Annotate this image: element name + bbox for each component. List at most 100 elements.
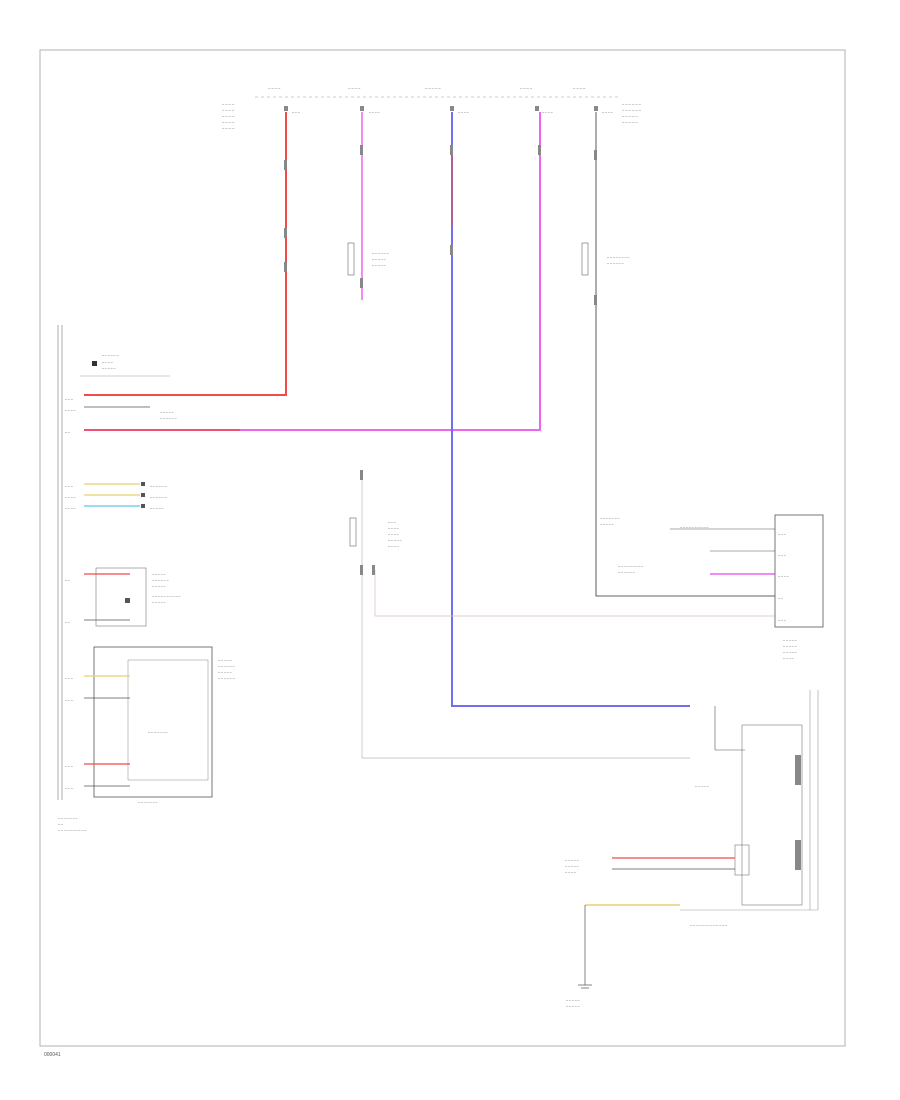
svg-text:_ _ _ _ _ _ _: _ _ _ _ _ _ _ (599, 515, 620, 519)
ecu-wire-stubs: _ _ _ _ _ _ _ _ _ _ _ _ _ _ _ _ _ _ _ _ … (84, 406, 177, 509)
svg-text:_ _ _: _ _ _ (777, 531, 786, 535)
relay-1: _ _ _ _ _ _ _ _ _ _ _ _ _ _ _ _ (347, 242, 389, 276)
svg-text:_ _ _ _ _ _: _ _ _ _ _ _ (217, 663, 235, 667)
svg-text:_ _ _ _ _: _ _ _ _ _ (387, 537, 402, 541)
svg-text:_ _ _ _ _ _: _ _ _ _ _ _ (151, 577, 169, 581)
svg-text:_ _ _ _: _ _ _ _ (387, 531, 399, 535)
svg-text:_ _ _ _: _ _ _ _ (64, 494, 76, 498)
svg-text:_ _ _ _: _ _ _ _ (387, 543, 399, 547)
svg-text:_ _ _: _ _ _ (64, 396, 73, 400)
svg-text:_ _ _ _ _: _ _ _ _ _ (101, 365, 116, 369)
svg-text:_ _ _ _: _ _ _ _ (101, 359, 113, 363)
svg-text:_ _ _ _ _ _: _ _ _ _ _ _ (149, 483, 167, 487)
svg-text:_ _ _ _ _ _: _ _ _ _ _ _ (149, 494, 167, 498)
svg-text:_ _ _: _ _ _ (64, 763, 73, 767)
svg-text:_ _ _ _: _ _ _ _ (519, 84, 533, 89)
relay-mid: _ _ _ _ _ _ _ _ _ _ _ _ _ _ _ _ _ _ _ _ (349, 517, 402, 547)
svg-text:_ _ _ _ _: _ _ _ _ _ (151, 599, 166, 603)
svg-text:_ _ _ _: _ _ _ _ (564, 869, 576, 873)
svg-text:_ _ _ _: _ _ _ _ (601, 109, 613, 113)
wire-pink-main (84, 112, 541, 431)
svg-text:_ _ _ _: _ _ _ _ (267, 84, 281, 89)
svg-text:_ _ _ _ _: _ _ _ _ _ (782, 637, 797, 641)
svg-text:_ _: _ _ (64, 429, 70, 433)
svg-text:_ _ _ _: _ _ _ _ (368, 109, 380, 113)
svg-text:_ _ _ _: _ _ _ _ (387, 525, 399, 529)
svg-text:_ _ _ _: _ _ _ _ (221, 106, 235, 111)
svg-text:_ _ _ _: _ _ _ _ (347, 84, 361, 89)
svg-text:_ _ _ _ _: _ _ _ _ _ (151, 571, 166, 575)
sensor-box: _ _ _ _ _ _ _ _ _ _ _ _ _ _ _ _ _ _ _ _ … (84, 646, 235, 803)
svg-text:_ _ _ _ _: _ _ _ _ _ (217, 657, 232, 661)
diagram-frame (39, 49, 846, 1047)
svg-text:_ _ _ _ _: _ _ _ _ _ (217, 669, 232, 673)
svg-text:_ _ _ _: _ _ _ _ (221, 124, 235, 129)
svg-text:_ _ _ _ _ _: _ _ _ _ _ _ (617, 569, 635, 573)
svg-text:_ _ _ _ _ _ _: _ _ _ _ _ _ _ (137, 799, 158, 803)
svg-text:_ _ _ _ _ _: _ _ _ _ _ _ (621, 100, 642, 105)
svg-text:_ _ _ _ _: _ _ _ _ _ (371, 256, 386, 260)
svg-text:_ _ _ _ _ _ _ _ _ _: _ _ _ _ _ _ _ _ _ _ (151, 593, 180, 597)
svg-text:_ _ _ _ _: _ _ _ _ _ (151, 583, 166, 587)
svg-text:_ _ _ _ _ _: _ _ _ _ _ _ (606, 260, 624, 264)
wire-blue (451, 112, 690, 707)
svg-text:_ _ _: _ _ _ (777, 552, 786, 556)
splice-marks (284, 145, 597, 575)
svg-text:_ _ _ _ _ _ _: _ _ _ _ _ _ _ (57, 815, 78, 819)
svg-text:_ _ _: _ _ _ (64, 675, 73, 679)
svg-text:_ _ _ _ _ _ _ _: _ _ _ _ _ _ _ _ (606, 254, 629, 258)
left-relay: _ _ _ _ _ _ _ _ _ _ _ _ _ _ _ _ _ _ _ _ … (84, 567, 180, 627)
svg-text:_ _ _ _ _ _ _ _ _ _: _ _ _ _ _ _ _ _ _ _ (57, 827, 86, 831)
svg-text:_ _ _ _: _ _ _ _ (457, 109, 469, 113)
right-sensor: _ _ _ _ _ _ _ _ _ _ _ _ _ _ _ _ _ _ _ _ … (599, 514, 824, 659)
svg-text:_ _ _ _: _ _ _ _ (221, 118, 235, 123)
svg-text:_ _ _ _ _ _ _ _ _: _ _ _ _ _ _ _ _ _ (617, 563, 643, 567)
svg-text:_ _ _: _ _ _ (64, 697, 73, 701)
svg-text:_ _ _ _ _: _ _ _ _ _ (621, 112, 638, 117)
svg-text:_ _ _ _: _ _ _ _ (221, 112, 235, 117)
svg-text:_ _ _ _ _: _ _ _ _ _ (149, 505, 164, 509)
wire-red (84, 112, 287, 396)
left-bottom-note: _ _ _ _ _ _ _ _ _ _ _ _ _ _ _ _ _ _ _ (57, 815, 86, 831)
svg-text:_ _ _: _ _ _ (387, 519, 396, 523)
wire-gray-2 (374, 570, 775, 617)
combination-meter: _ _ _ _ _ _ _ _ _ _ _ _ _ _ _ _ _ _ _ _ … (564, 690, 819, 926)
svg-text:_ _ _ _ _: _ _ _ _ _ (424, 84, 441, 89)
svg-text:_ _ _ _ _: _ _ _ _ _ (565, 1003, 580, 1007)
svg-text:_ _ _ _: _ _ _ _ (782, 655, 794, 659)
svg-text:_ _ _ _ _ _: _ _ _ _ _ _ (217, 675, 235, 679)
svg-text:_ _ _ _ _: _ _ _ _ _ (599, 521, 614, 525)
svg-text:_ _ _ _: _ _ _ _ (572, 84, 586, 89)
svg-text:_ _ _ _ _: _ _ _ _ _ (371, 262, 386, 266)
wire-gray-1 (361, 470, 690, 759)
svg-text:_ _ _ _ _: _ _ _ _ _ (782, 649, 797, 653)
svg-text:_ _: _ _ (777, 595, 783, 599)
svg-text:_ _ _ _: _ _ _ _ (64, 407, 76, 411)
svg-text:_ _ _ _ _ _: _ _ _ _ _ _ (371, 250, 389, 254)
svg-text:_ _ _ _: _ _ _ _ (64, 505, 76, 509)
svg-text:_ _ _ _: _ _ _ _ (541, 109, 553, 113)
svg-text:_ _ _: _ _ _ (291, 109, 300, 113)
svg-text:_ _ _: _ _ _ (777, 617, 786, 621)
svg-text:_ _ _ _ _: _ _ _ _ _ (565, 997, 580, 1001)
fuse-header: _ _ _ _ _ _ _ _ _ _ _ _ _ _ _ _ _ _ _ _ … (221, 84, 642, 129)
svg-text:_ _ _ _ _ _ _ _ _ _ _ _ _: _ _ _ _ _ _ _ _ _ _ _ _ _ (689, 922, 727, 926)
svg-text:_ _ _ _: _ _ _ _ (221, 100, 235, 105)
svg-text:_ _ _ _ _: _ _ _ _ _ (694, 783, 709, 787)
svg-text:_ _ _ _ _ _: _ _ _ _ _ _ (621, 106, 642, 111)
svg-text:_ _ _ _ _ _ _: _ _ _ _ _ _ _ (147, 729, 168, 733)
svg-text:_ _ _ _ _ _: _ _ _ _ _ _ (101, 352, 119, 356)
svg-text:_ _: _ _ (64, 577, 70, 581)
svg-text:_ _ _ _ _ _ _ _ _ _: _ _ _ _ _ _ _ _ _ _ (679, 524, 708, 528)
svg-text:_ _ _ _ _: _ _ _ _ _ (564, 857, 579, 861)
figure-id: 000041 (44, 1052, 61, 1058)
ground-point: _ _ _ _ _ _ _ _ _ _ (565, 984, 592, 1007)
svg-text:_ _ _ _ _: _ _ _ _ _ (782, 643, 797, 647)
svg-text:_ _ _ _ _ _: _ _ _ _ _ _ (159, 415, 177, 419)
wire-black-right (595, 112, 775, 597)
svg-text:_ _ _ _ _: _ _ _ _ _ (564, 863, 579, 867)
svg-text:_ _ _ _ _: _ _ _ _ _ (159, 409, 174, 413)
svg-text:_ _ _ _: _ _ _ _ (777, 573, 789, 577)
svg-text:_ _: _ _ (57, 821, 63, 825)
